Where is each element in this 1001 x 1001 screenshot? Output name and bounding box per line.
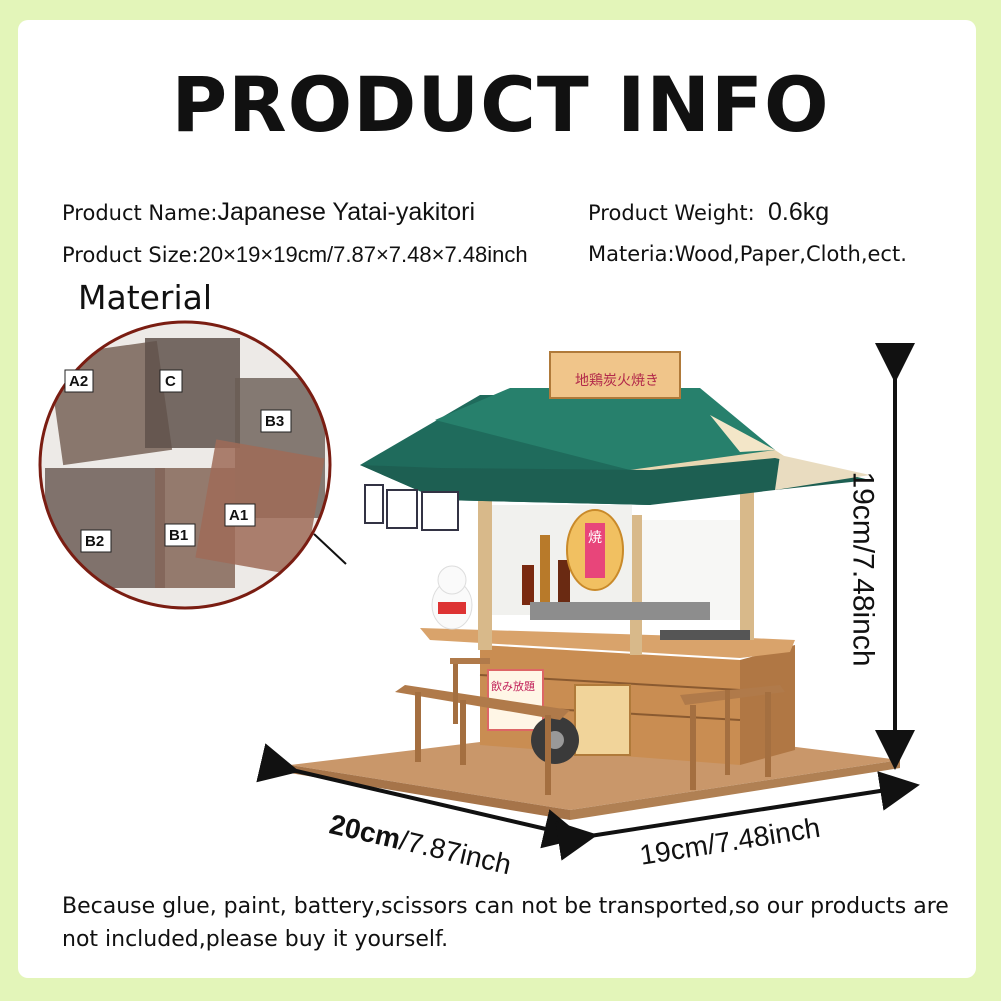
part-tag-a1: A1 xyxy=(229,507,248,524)
materia-label: Materia: xyxy=(588,242,675,266)
shipping-note: Because glue, paint, battery,scissors ca… xyxy=(62,894,949,952)
part-tag-b3: B3 xyxy=(265,413,284,430)
materia-row: Materia:Wood,Paper,Cloth,ect. xyxy=(588,242,907,266)
product-name-label: Product Name: xyxy=(62,201,218,225)
stand-sign: 飲み放題 xyxy=(491,679,535,693)
width-arrow xyxy=(256,743,584,849)
material-parts-image: A2 C B3 B2 B1 A1 xyxy=(38,320,332,610)
height-label: 19cm/7.48inch xyxy=(846,471,880,667)
materia-value: Wood,Paper,Cloth,ect. xyxy=(674,242,907,266)
product-name-row: Product Name:Japanese Yatai-yakitori xyxy=(62,198,475,227)
product-name-value: Japanese Yatai-yakitori xyxy=(217,198,476,226)
product-weight-label: Product Weight: xyxy=(588,201,755,225)
part-tag-b2: B2 xyxy=(85,533,104,550)
product-weight-row: Product Weight: 0.6kg xyxy=(588,198,829,227)
product-size-label: Product Size: xyxy=(62,243,199,267)
product-weight-value: 0.6kg xyxy=(768,198,830,226)
lantern-sign: 焼 xyxy=(588,529,602,545)
product-size-row: Product Size:20×19×19cm/7.87×7.48×7.48in… xyxy=(62,242,528,268)
page-title: PRODUCT INFO xyxy=(171,60,830,149)
pointer-line xyxy=(313,533,347,565)
depth-arrow xyxy=(555,771,920,861)
part-tag-a2: A2 xyxy=(69,373,88,390)
top-sign-text: 地鶏炭火焼き xyxy=(575,372,659,388)
material-label: Material xyxy=(78,278,213,317)
top-sign xyxy=(549,351,681,399)
part-tag-b1: B1 xyxy=(169,527,188,544)
part-tag-c: C xyxy=(165,373,176,390)
product-size-value: 20×19×19cm/7.87×7.48×7.48inch xyxy=(198,242,528,267)
